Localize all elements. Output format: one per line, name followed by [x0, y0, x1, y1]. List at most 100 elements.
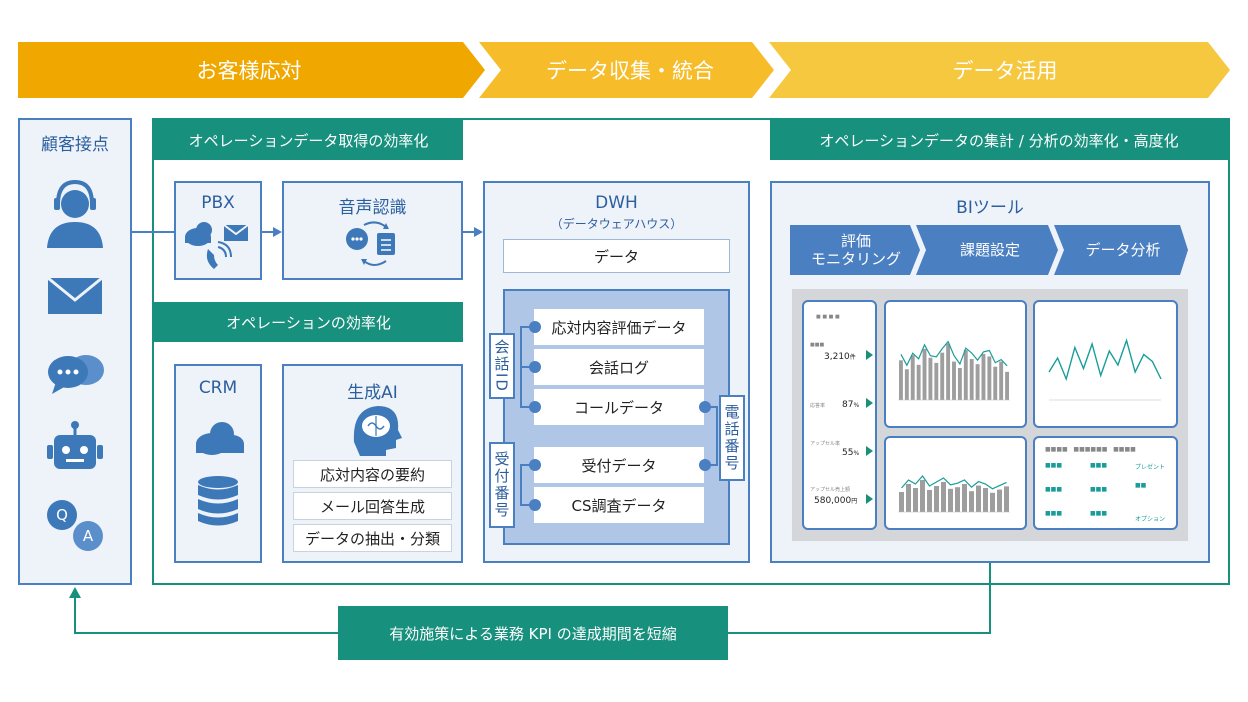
phase-label-1: お客様応対 [196, 59, 302, 83]
list-cell: ■■■ [1045, 510, 1063, 517]
kpi-label-dummy: ■ ■ ■ ■ [816, 314, 840, 320]
phone-icon [206, 241, 232, 269]
dwh-item-call-data: コールデータ [534, 389, 704, 425]
bar [1004, 486, 1009, 512]
series-line [901, 475, 1007, 490]
bar [955, 487, 960, 512]
kpi-value-1: 87% [842, 400, 859, 410]
bar [952, 361, 956, 400]
svg-text:Q: Q [56, 506, 68, 524]
bar-line-chart-3 [898, 475, 1010, 513]
bi-step-evaluation: 評価 モニタリング [810, 232, 901, 268]
kpi-3-unit: 円 [851, 498, 858, 505]
kpi-card: ■ ■ ■ ■ ■■■ 3,210件 応答率 87% アップセル率 55% アッ… [802, 300, 877, 530]
bar [975, 364, 980, 400]
bar [922, 348, 927, 400]
bar [910, 355, 915, 400]
section-operation: オペレーションの効率化 [154, 302, 463, 342]
brain-head-icon [353, 406, 402, 456]
bar [990, 492, 995, 512]
phase-arrow-2 [479, 42, 774, 98]
bar [941, 482, 946, 512]
cloud-icon [196, 422, 244, 455]
list-header: ■■■■ ■■■■■■ ■■■■ [1045, 446, 1136, 453]
dwh-item-cs-survey: CS調査データ [534, 487, 704, 523]
chat-icon [48, 355, 104, 394]
crm-panel: CRM [174, 364, 262, 563]
list-cell: ■■■ [1090, 462, 1108, 469]
bi-step-arrow-2 [916, 225, 1058, 275]
connector-dot [529, 321, 541, 333]
bar [934, 362, 939, 400]
section-acquisition: オペレーションデータ取得の効率化 [154, 120, 463, 160]
feedback-line-left [74, 596, 338, 634]
database-icon [198, 476, 238, 526]
flag-icon [866, 446, 873, 456]
operator-icon [47, 179, 103, 248]
flag-icon [866, 398, 873, 408]
feedback-box: 有効施策による業務 KPI の達成期間を短縮 [338, 606, 728, 660]
crm-icons [196, 422, 244, 526]
bar [916, 364, 921, 400]
kpi-label-2: アップセル率 [810, 441, 841, 447]
feedback-arrowhead [69, 587, 81, 598]
dwh-item-reception: 受付データ [534, 447, 704, 483]
genai-item-summary: 応対内容の要約 [293, 460, 452, 488]
bi-step-arrow-1 [790, 225, 920, 275]
bar [963, 350, 968, 400]
bi-step-arrows [790, 225, 1188, 275]
phase-arrow-3 [769, 42, 1230, 98]
customer-touchpoints-title: 顧客接点 [41, 135, 109, 155]
touchpoint-icons: Q A [47, 179, 104, 551]
flag-icon [866, 494, 873, 504]
bar [940, 352, 945, 400]
label-conversation-id: 会話ID [489, 333, 515, 399]
cloud-icon [185, 222, 212, 246]
kpi-label-1: 応答率 [810, 403, 826, 409]
phase-label-2: データ収集・統合 [546, 59, 714, 83]
label-phone-no: 電話番号 [719, 395, 745, 481]
bar [969, 359, 974, 400]
bar [948, 488, 953, 512]
connector-dot [699, 401, 711, 413]
bar [999, 361, 1004, 400]
list-cell: ■■■ [1045, 486, 1063, 493]
bar [920, 480, 925, 512]
connector-dot [529, 459, 541, 471]
chatbot-icon [47, 421, 103, 469]
speech-panel: 音声認識 [282, 181, 463, 280]
kpi-top-unit: 件 [849, 354, 856, 361]
kpi-value-2: 55% [842, 448, 859, 458]
kpi-2-value: 55 [842, 448, 854, 458]
bi-title: BIツール [956, 198, 1024, 218]
phase-arrows [18, 42, 1230, 98]
kpi-2-unit: % [853, 450, 860, 457]
bar [928, 357, 933, 400]
series-line [1048, 338, 1162, 382]
bar [983, 488, 988, 512]
bi-step-analysis: データ分析 [1085, 241, 1161, 259]
pbx-title: PBX [201, 193, 235, 213]
chart-card-3 [884, 436, 1027, 530]
phase-label-3: データ活用 [952, 59, 1058, 83]
speech-icon [346, 221, 395, 266]
dwh-subtitle: （データウェアハウス） [550, 217, 683, 231]
main-frame [152, 118, 1230, 585]
kpi-value-top: 3,210件 [824, 352, 856, 362]
kpi-flags [866, 350, 873, 504]
customer-touchpoints-panel: 顧客接点 [18, 118, 132, 585]
dwh-item-evaluation: 応対内容評価データ [534, 309, 704, 345]
flag-icon [866, 350, 873, 360]
genai-title: 生成AI [347, 383, 398, 403]
kpi-3-value: 580,000 [814, 496, 852, 506]
bar [969, 491, 974, 512]
bar [913, 488, 918, 512]
bar [1005, 371, 1009, 400]
bar-line-chart-1 [898, 340, 1010, 401]
connector-dot [529, 361, 541, 373]
speech-title: 音声認識 [338, 198, 407, 218]
list-item-present: プレゼント [1135, 464, 1166, 471]
bar [899, 360, 903, 400]
connector-dot [529, 401, 541, 413]
list-cell: ■■■ [1045, 462, 1063, 469]
